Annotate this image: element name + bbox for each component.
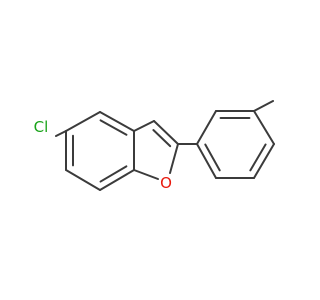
bond [65, 169, 101, 191]
double-bond-inner [99, 119, 128, 136]
bond [196, 110, 217, 145]
bond [253, 110, 275, 145]
bond [253, 143, 275, 179]
double-bond-inner [99, 165, 128, 183]
oxygen-atom-label: O [160, 174, 172, 192]
chlorine-atom-label: Cl [34, 118, 49, 136]
bond [133, 120, 155, 132]
bond [153, 120, 179, 145]
bond [55, 130, 67, 137]
double-bond-inner [204, 143, 221, 172]
bond [99, 111, 135, 132]
bond [99, 169, 135, 191]
bond [65, 111, 101, 132]
methyl-bond [253, 100, 274, 112]
double-bond-inner [249, 143, 267, 172]
bond [169, 143, 179, 174]
molecule-structure: ClO [34, 100, 275, 192]
bond [133, 169, 159, 180]
double-bond-inner [152, 129, 172, 148]
bond [196, 143, 217, 179]
